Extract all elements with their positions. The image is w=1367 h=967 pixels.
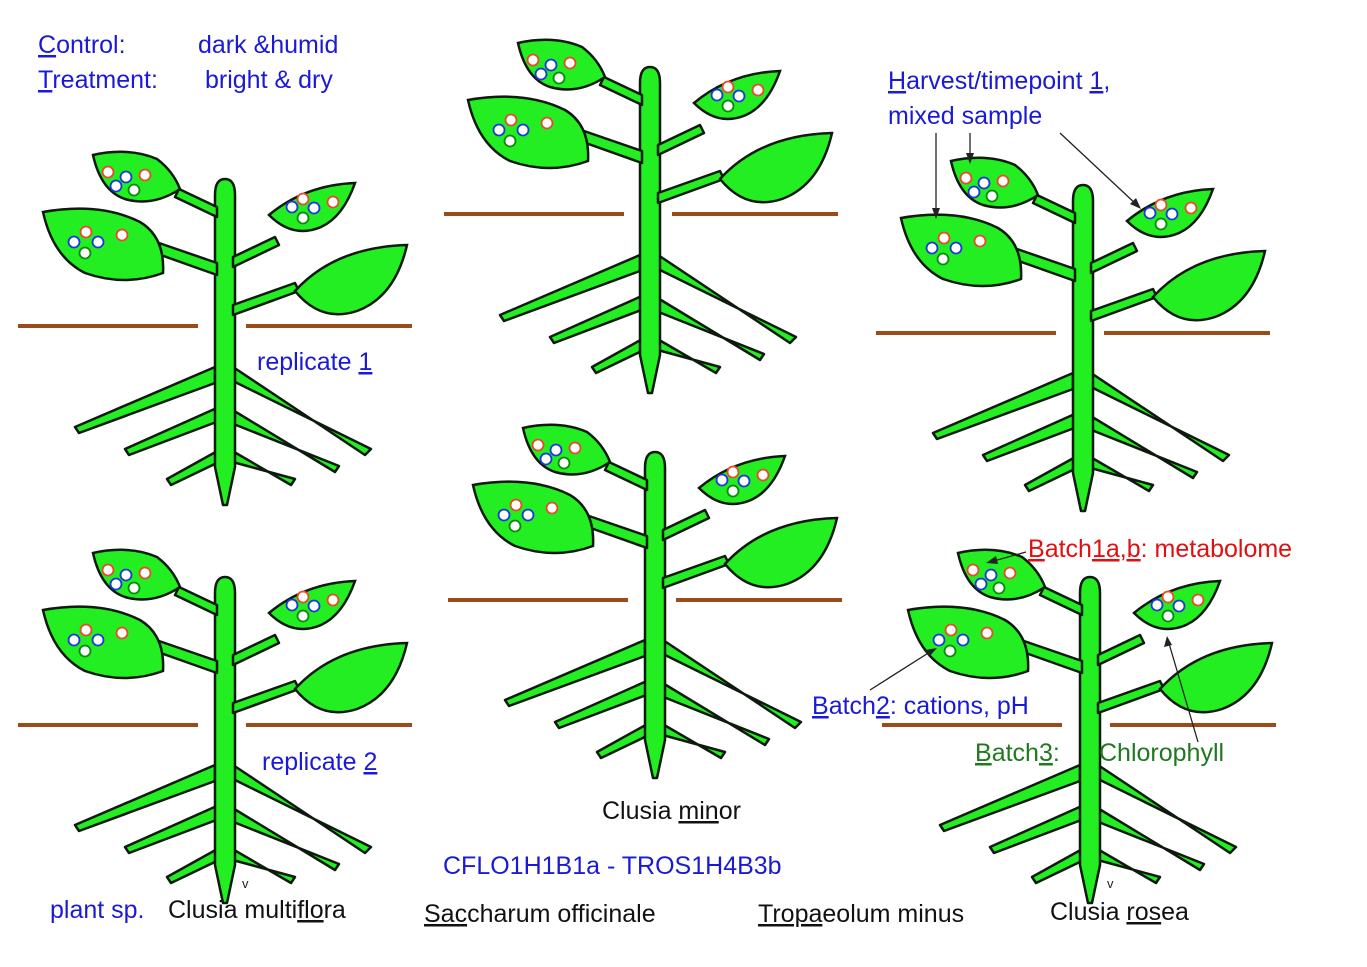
root-mark-right: v (1107, 876, 1114, 891)
sample-code: CFLO1H1B1a - TROS1H4B3b (443, 852, 782, 880)
plant-sp-label: plant sp. (50, 896, 145, 924)
treatment-value: bright & dry (205, 66, 333, 94)
species-clusia-multiflora: Clusia multiflora (168, 896, 346, 924)
soil-lines (18, 212, 1276, 727)
species-tropaeolum: Tropaeolum minus (758, 900, 964, 928)
species-clusia-rosea: Clusia rosea (1050, 898, 1189, 926)
batch3-label: Batch3: (975, 739, 1060, 767)
batch3-value: Chlorophyll (1099, 739, 1224, 767)
harvest-label: Harvest/timepoint 1, (888, 67, 1110, 95)
arrowheads (925, 153, 1172, 657)
plant-top-center (468, 40, 832, 393)
batch1-label: Batch1a,b: metabolome (1028, 535, 1292, 563)
control-label: Control: (38, 31, 126, 59)
batch2-label: Batch2: cations, pH (812, 692, 1029, 720)
control-value: dark &humid (198, 31, 338, 59)
harvest-sample-label: mixed sample (888, 102, 1042, 130)
replicate-1-label: replicate 1 (257, 348, 372, 376)
treatment-label: Treatment: (38, 66, 158, 94)
species-saccharum: Saccharum officinale (424, 900, 656, 928)
species-clusia-minor: Clusia minor (602, 797, 741, 825)
root-mark-left: v (242, 876, 249, 891)
plant-top-left (43, 152, 407, 505)
replicate-2-label: replicate 2 (262, 748, 377, 776)
